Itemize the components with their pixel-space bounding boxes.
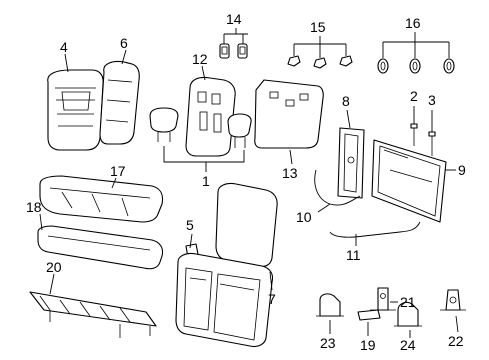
part-14-headrest-guides	[219, 43, 248, 59]
callout-23: 23	[320, 335, 336, 351]
part-9-frame-right	[371, 139, 447, 223]
part-11-wire	[329, 221, 421, 238]
callout-4: 4	[60, 39, 68, 55]
part-2-bolt	[410, 123, 418, 146]
callout-7: 7	[268, 291, 276, 307]
part-7-back-cushion	[175, 182, 278, 348]
callout-15: 15	[310, 19, 326, 35]
callout-5: 5	[186, 217, 194, 233]
callout-labels: 4 6 12 14 15 16 1 13 8 9 2 3 10 11 17 18…	[26, 11, 466, 353]
callout-13: 13	[282, 165, 298, 181]
callout-14: 14	[226, 11, 242, 27]
callout-22: 22	[448, 333, 464, 349]
part-21-latch	[370, 287, 396, 311]
callout-2: 2	[410, 88, 418, 104]
part-18-cushion-frame	[37, 225, 164, 270]
part-1-headrest-left	[149, 107, 179, 142]
part-6-seat-back-panel	[99, 60, 140, 145]
part-16-grommets	[377, 58, 455, 74]
part-13-back-board	[254, 79, 324, 149]
part-1-headrest-right	[227, 113, 252, 148]
part-23-cover	[316, 293, 344, 317]
part-12-back-panel	[185, 76, 236, 157]
leader-lines	[39, 28, 459, 338]
callout-6: 6	[120, 35, 128, 51]
callout-11: 11	[346, 247, 361, 263]
callout-3: 3	[428, 92, 436, 108]
callout-19: 19	[360, 337, 376, 353]
callout-8: 8	[342, 93, 350, 109]
callout-24: 24	[400, 337, 416, 353]
callout-20: 20	[46, 259, 62, 275]
part-19-striker	[357, 309, 381, 321]
callout-16: 16	[405, 15, 421, 31]
callout-12: 12	[192, 51, 208, 67]
callout-9: 9	[458, 162, 466, 178]
part-17-seat-cushion	[39, 175, 164, 223]
callout-18: 18	[26, 199, 42, 215]
part-20-seat-pan	[29, 291, 157, 338]
callout-1: 1	[202, 173, 210, 189]
callout-10: 10	[296, 209, 312, 225]
part-4-seat-back-cover	[47, 69, 104, 151]
callout-17: 17	[110, 163, 126, 179]
callout-21: 21	[400, 294, 416, 310]
part-8-frame-left	[337, 127, 365, 199]
part-15-clips	[287, 55, 353, 69]
part-22-latch	[440, 289, 466, 311]
part-3-bolt	[428, 131, 436, 156]
part-24-cover	[394, 301, 422, 327]
